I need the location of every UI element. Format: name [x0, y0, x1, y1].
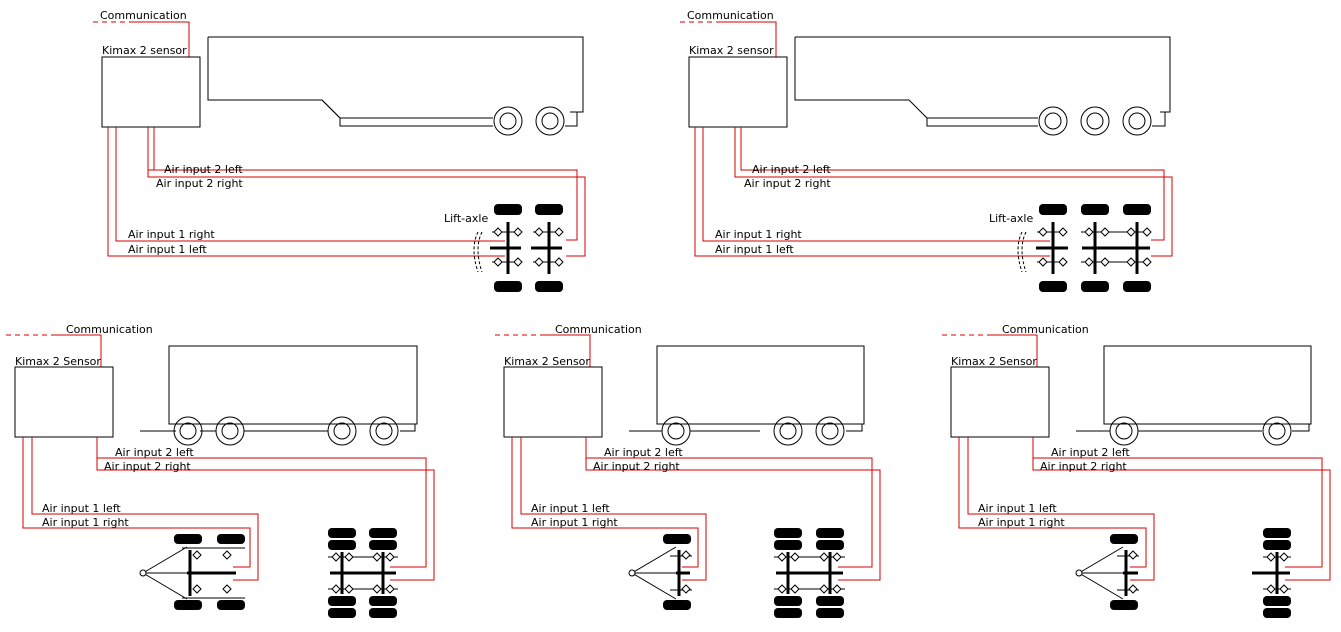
- air-input-2-left-wire: [585, 437, 873, 568]
- diagram-drawbar-3-axle: Communication Kimax 2 Sensor Air input 2…: [495, 323, 881, 618]
- drawbar-trailer-icon: [1076, 345, 1312, 446]
- lift-axle-label: Lift-axle: [444, 212, 488, 225]
- air-input-label: Air input 1 left: [128, 243, 207, 256]
- drawbar-trailer-icon: [140, 345, 418, 446]
- air-input-2-right-wire: [153, 127, 586, 257]
- air-input-label: Air input 2 right: [104, 460, 191, 473]
- communication-label: Communication: [100, 9, 187, 22]
- air-input-label: Air input 1 right: [128, 228, 215, 241]
- air-input-1-left-wire: [107, 127, 505, 257]
- air-input-2-left-wire: [96, 437, 427, 568]
- rear-axle-group: [1252, 528, 1291, 618]
- sensor-label: Kimax 2 sensor: [102, 44, 187, 57]
- air-input-2-left-wire: [1032, 437, 1323, 568]
- drawbar-trailer-icon: [629, 345, 865, 446]
- air-input-label: Air input 2 left: [164, 163, 243, 176]
- front-steer-axle: [1075, 534, 1139, 610]
- sensor-label: Kimax 2 Sensor: [951, 355, 1037, 368]
- kimax-sensor-box: [503, 366, 603, 438]
- air-input-label: Air input 2 left: [115, 446, 194, 459]
- sensor-label: Kimax 2 sensor: [689, 44, 774, 57]
- air-input-label: Air input 1 right: [42, 516, 129, 529]
- air-input-1-right-wire: [958, 437, 1147, 568]
- kimax-sensor-box: [688, 56, 788, 128]
- communication-label: Communication: [555, 323, 642, 336]
- air-input-1-right-wire: [22, 437, 251, 568]
- air-input-1-left-wire: [967, 437, 1155, 581]
- air-input-label: Air input 2 right: [744, 177, 831, 190]
- communication-label: Communication: [1002, 323, 1089, 336]
- axle-group: [473, 204, 564, 292]
- air-input-label: Air input 2 left: [752, 163, 831, 176]
- semi-trailer-icon: [794, 36, 1171, 136]
- communication-wire: [716, 21, 777, 57]
- kimax-sensor-box: [14, 366, 114, 438]
- air-input-label: Air input 1 right: [531, 516, 618, 529]
- air-input-label: Air input 1 right: [715, 228, 802, 241]
- air-input-1-right-wire: [702, 127, 1050, 242]
- communication-wire: [130, 21, 190, 57]
- lift-axle-label: Lift-axle: [989, 212, 1033, 225]
- lift-arrow-icon: [473, 231, 483, 273]
- air-input-label: Air input 1 left: [715, 243, 794, 256]
- communication-wire: [544, 334, 591, 367]
- diagram-drawbar-4-axle: Communication Kimax 2 Sensor Air input 2…: [6, 323, 435, 618]
- kimax-sensor-box: [101, 56, 201, 128]
- air-input-2-right-wire: [96, 458, 435, 581]
- air-input-2-left-wire: [734, 127, 1165, 241]
- communication-label: Communication: [687, 9, 774, 22]
- air-input-label: Air input 2 right: [593, 460, 680, 473]
- air-input-label: Air input 2 right: [1040, 460, 1127, 473]
- air-input-label: Air input 1 left: [42, 502, 121, 515]
- air-input-label: Air input 1 left: [531, 502, 610, 515]
- air-input-2-right-wire: [741, 176, 1173, 257]
- air-input-1-left-wire: [31, 437, 259, 581]
- semi-trailer-icon: [207, 36, 584, 136]
- sensor-label: Kimax 2 Sensor: [504, 355, 590, 368]
- front-steer-axle: [628, 534, 692, 610]
- air-input-label: Air input 1 left: [978, 502, 1057, 515]
- air-input-2-right-wire: [585, 458, 881, 581]
- air-input-1-left-wire: [694, 127, 1050, 257]
- air-input-1-right-wire: [115, 127, 505, 242]
- air-input-1-left-wire: [520, 437, 707, 581]
- diagram-semi-3-axle: Communication Kimax 2 sensor Air input 2…: [680, 9, 1173, 292]
- communication-wire: [55, 334, 102, 367]
- air-input-label: Air input 1 right: [978, 516, 1065, 529]
- air-input-label: Air input 2 left: [604, 446, 683, 459]
- communication-label: Communication: [66, 323, 153, 336]
- diagram-drawbar-2-axle: Communication Kimax 2 Sensor Air input 2…: [942, 323, 1331, 618]
- lift-arrow-icon: [1017, 231, 1027, 273]
- front-steer-axle: [139, 534, 245, 610]
- rear-axle-group: [774, 528, 845, 618]
- air-input-2-right-wire: [1032, 458, 1331, 581]
- diagram-semi-2-axle: Communication Kimax 2 sensor Air input 2…: [93, 9, 586, 292]
- air-input-label: Air input 2 left: [1051, 446, 1130, 459]
- air-input-1-right-wire: [511, 437, 699, 568]
- air-input-label: Air input 2 right: [156, 177, 243, 190]
- rear-axle-group: [328, 528, 398, 618]
- axle-group: [1017, 204, 1152, 292]
- sensor-label: Kimax 2 Sensor: [15, 355, 101, 368]
- kimax-sensor-box: [950, 366, 1050, 438]
- communication-wire: [991, 334, 1038, 367]
